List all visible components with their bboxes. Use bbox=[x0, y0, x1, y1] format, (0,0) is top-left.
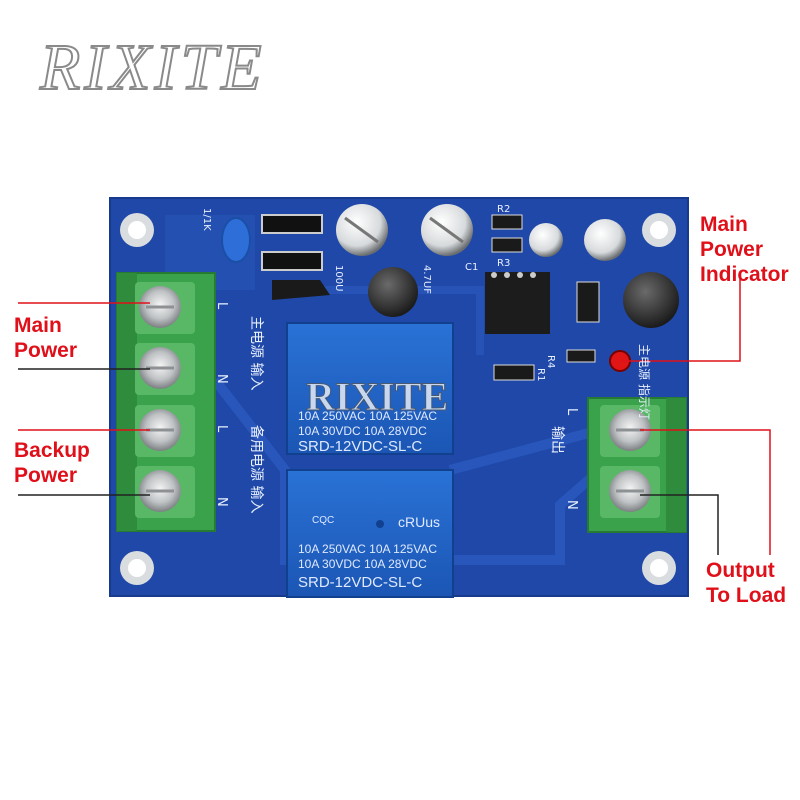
label-backup-power-line2: Power bbox=[14, 464, 78, 487]
electrolytic-cap-1 bbox=[336, 204, 388, 256]
silk-indicator: 主电源 指示灯 bbox=[637, 344, 652, 420]
relay-bottom-mark-ul: cRUus bbox=[398, 514, 440, 530]
ceramic-capacitor bbox=[221, 217, 251, 263]
terminal-screw-5 bbox=[600, 405, 660, 457]
label-backup-power: Backup Power bbox=[14, 438, 90, 488]
silk-l-1: L bbox=[214, 302, 229, 310]
electrolytic-cap-4 bbox=[584, 219, 626, 261]
label-output-to-load: Output To Load bbox=[706, 558, 786, 608]
relay-top-model: SRD-12VDC-SL-C bbox=[298, 438, 422, 455]
label-output-line2: To Load bbox=[706, 584, 787, 607]
diode-1 bbox=[261, 214, 323, 234]
terminal-screw-4 bbox=[135, 466, 195, 518]
terminal-screw-1 bbox=[135, 282, 195, 334]
electrolytic-cap-2 bbox=[421, 204, 473, 256]
mounting-hole-tr bbox=[642, 213, 676, 247]
label-output-line1: Output bbox=[706, 559, 775, 582]
smd-r2 bbox=[491, 214, 523, 230]
silk-l-3: L bbox=[564, 408, 579, 416]
relay-top bbox=[286, 322, 454, 455]
silk-r4: R4 bbox=[545, 355, 556, 368]
relay-top-line-2: 10A 30VDC 10A 28VDC bbox=[298, 424, 427, 438]
silk-r3: R3 bbox=[497, 258, 510, 269]
output-terminal-block bbox=[587, 397, 687, 533]
relay-bottom bbox=[286, 469, 454, 598]
label-indicator-line3: Indicator bbox=[700, 263, 789, 286]
silk-cap-mid: 4.7UF bbox=[421, 265, 432, 294]
silk-n-2: N bbox=[214, 497, 229, 507]
label-indicator-line2: Power bbox=[700, 238, 764, 261]
smd-r4 bbox=[566, 349, 596, 363]
terminal-screw-2 bbox=[135, 343, 195, 395]
terminal-screw-6 bbox=[600, 466, 660, 518]
transistor bbox=[272, 280, 330, 300]
board-watermark: RIXITE bbox=[306, 374, 448, 419]
silk-cap-left: 100U bbox=[333, 265, 344, 291]
relay-top-line-1: 10A 250VAC 10A 125VAC bbox=[298, 409, 437, 423]
smd-component bbox=[576, 281, 600, 323]
diode-2 bbox=[261, 251, 323, 271]
silk-output: 输出 bbox=[549, 426, 565, 454]
watermark-logo: RIXITE bbox=[39, 30, 266, 105]
silk-r1: R1 bbox=[535, 368, 546, 381]
electrolytic-cap-3 bbox=[529, 223, 563, 257]
silk-resistor-top: 1/1K bbox=[201, 208, 212, 231]
inductor-2 bbox=[623, 272, 679, 328]
silk-r2: R2 bbox=[497, 204, 510, 215]
silk-main-input: 主电源 输入 bbox=[248, 316, 264, 390]
silk-backup-input: 备用电源 输入 bbox=[248, 425, 265, 513]
silk-n-1: N bbox=[214, 374, 229, 384]
mounting-hole-tl bbox=[120, 213, 154, 247]
relay-bottom-mark-cqc: CQC bbox=[312, 515, 334, 526]
mounting-hole-bl bbox=[120, 551, 154, 585]
relay-bottom-line-1: 10A 250VAC 10A 125VAC bbox=[298, 542, 437, 556]
silk-n-3: N bbox=[564, 500, 579, 510]
label-main-power-line1: Main bbox=[14, 314, 62, 337]
label-main-power-indicator: Main Power Indicator bbox=[700, 212, 789, 287]
label-main-power-line2: Power bbox=[14, 339, 78, 362]
relay-bottom-model: SRD-12VDC-SL-C bbox=[298, 574, 422, 591]
callout-lines bbox=[18, 275, 771, 555]
relay-bottom-line-2: 10A 30VDC 10A 28VDC bbox=[298, 557, 427, 571]
input-terminal-block bbox=[116, 272, 216, 532]
silk-c1: C1 bbox=[465, 262, 478, 273]
mounting-hole-br bbox=[642, 551, 676, 585]
terminal-screw-3 bbox=[135, 405, 195, 457]
label-backup-power-line1: Backup bbox=[14, 439, 90, 462]
smd-r3 bbox=[491, 237, 523, 253]
ic-chip bbox=[485, 272, 550, 334]
label-indicator-line1: Main bbox=[700, 213, 748, 236]
smd-r1 bbox=[493, 364, 535, 381]
label-main-power: Main Power bbox=[14, 313, 77, 363]
silk-l-2: L bbox=[214, 425, 229, 433]
inductor-1 bbox=[368, 267, 418, 317]
